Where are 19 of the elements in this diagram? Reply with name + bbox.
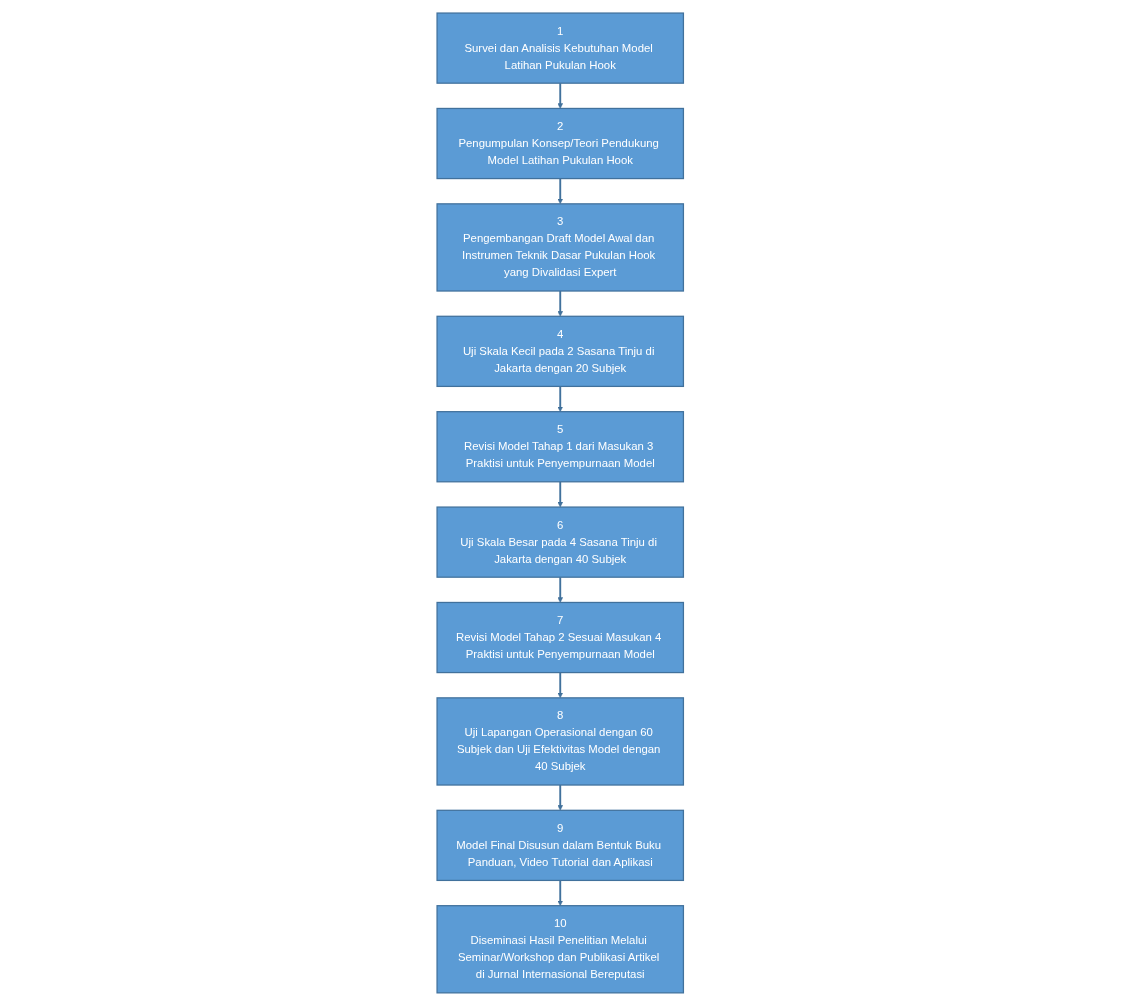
node-box: 6 Uji Skala Besar pada 4 Sasana Tinju di Jakarta dengan 40 Subjek bbox=[436, 505, 685, 578]
arrow bbox=[557, 480, 564, 507]
arrow bbox=[557, 879, 564, 906]
node-box: 4 Uji Skala Kecil pada 2 Sasana Tinju di Jakarta dengan 20 Subjek bbox=[436, 315, 685, 387]
node-box: 5 Revisi Model Tahap 1 dari Masukan 3 Praktisi untuk Penyempurnaan Model bbox=[436, 410, 685, 482]
node-box: 2 Pengumpulan Konsep/Teori Pendukung Model Latihan Pukulan Hook bbox=[436, 107, 685, 179]
arrow bbox=[557, 385, 564, 412]
node-box: 10 Diseminasi Hasil Penelitian Melalui Seminar/Workshop dan Publikasi Artikel di Jurnal Internasional Bereputasi bbox=[436, 904, 685, 994]
arrow bbox=[557, 289, 564, 317]
node-box: 1 Survei dan Analisis Kebutuhan Model Latihan Pukulan Hook bbox=[436, 11, 685, 84]
node-box: 9 Model Final Disusun dalam Bentuk Buku Panduan, Video Tutorial dan Aplikasi bbox=[436, 809, 685, 881]
arrow bbox=[557, 81, 564, 109]
node-box: 3 Pengembangan Draft Model Awal dan Instrumen Teknik Dasar Pukulan Hook yang Divalidasi Expert bbox=[436, 202, 685, 292]
node-box: 8 Uji Lapangan Operasional dengan 60 Subjek dan Uji Efektivitas Model dengan 40 Subjek bbox=[436, 696, 685, 786]
arrow bbox=[557, 575, 564, 603]
node-box: 7 Revisi Model Tahap 2 Sesuai Masukan 4 Praktisi untuk Penyempurnaan Model bbox=[436, 601, 685, 673]
arrow bbox=[557, 783, 564, 811]
arrow bbox=[557, 177, 564, 204]
arrow bbox=[557, 671, 564, 698]
